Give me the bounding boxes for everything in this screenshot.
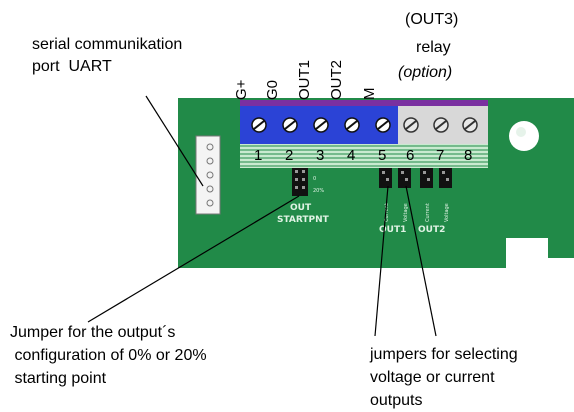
pcb-text-current-2: Current xyxy=(425,203,431,222)
terminal-number-2: 2 xyxy=(285,147,294,164)
number-strip xyxy=(240,144,488,168)
terminal-number-7: 7 xyxy=(436,147,445,164)
startpoint-label-line1: Jumper for the output´s xyxy=(10,324,176,341)
terminal-number-8: 8 xyxy=(464,147,473,164)
terminal-label-out1: OUT1 xyxy=(296,59,313,100)
pcb-text-zero: 0 xyxy=(313,176,316,182)
relay-option-label: (option) xyxy=(398,64,453,81)
leader-uart xyxy=(145,95,204,187)
uart-label-line2: port UART xyxy=(32,58,112,75)
pcb-text-voltage-1: Voltage xyxy=(403,203,409,222)
pcb-text-out: OUT xyxy=(290,203,312,213)
pcb-text-twenty: 20% xyxy=(313,188,324,194)
terminal-label-g0: G0 xyxy=(264,79,281,100)
pcb-text-out2: OUT2 xyxy=(418,225,445,235)
terminal-label-g-plus: G+ xyxy=(233,79,250,100)
relay-label: relay xyxy=(416,39,451,56)
select-label-line1: jumpers for selecting xyxy=(370,346,518,363)
terminal-label-m: M xyxy=(361,87,378,101)
terminal-label-out2: OUT2 xyxy=(328,59,345,100)
jumper-startpoint xyxy=(292,168,308,196)
uart-connector xyxy=(195,135,221,215)
pcb-text-current-1: Current xyxy=(384,203,390,222)
terminal-number-5: 5 xyxy=(378,147,387,164)
pcb-text-out1: OUT1 xyxy=(379,225,406,235)
leader-startpoint xyxy=(87,195,300,323)
startpoint-label-line2: configuration of 0% or 20% xyxy=(10,347,207,364)
pcb-text-startpnt: STARTPNT xyxy=(277,215,330,225)
pcb-text-voltage-2: Voltage xyxy=(444,203,450,222)
startpoint-label-line3: starting point xyxy=(10,370,107,387)
leader-select-2 xyxy=(405,185,437,337)
terminal-screws xyxy=(251,117,478,133)
leader-select-1 xyxy=(374,185,389,337)
uart-label-line1: serial communikation xyxy=(32,36,183,53)
select-label-line2: voltage or current xyxy=(370,369,495,386)
terminal-number-6: 6 xyxy=(406,147,415,164)
terminal-number-1: 1 xyxy=(254,147,263,164)
jumper-out2 xyxy=(420,168,452,188)
select-label-line3: outputs xyxy=(370,392,423,409)
terminal-number-4: 4 xyxy=(347,147,356,164)
terminal-number-3: 3 xyxy=(316,147,325,164)
jumper-out1 xyxy=(379,168,411,188)
relay-out3-label: (OUT3) xyxy=(405,11,459,28)
